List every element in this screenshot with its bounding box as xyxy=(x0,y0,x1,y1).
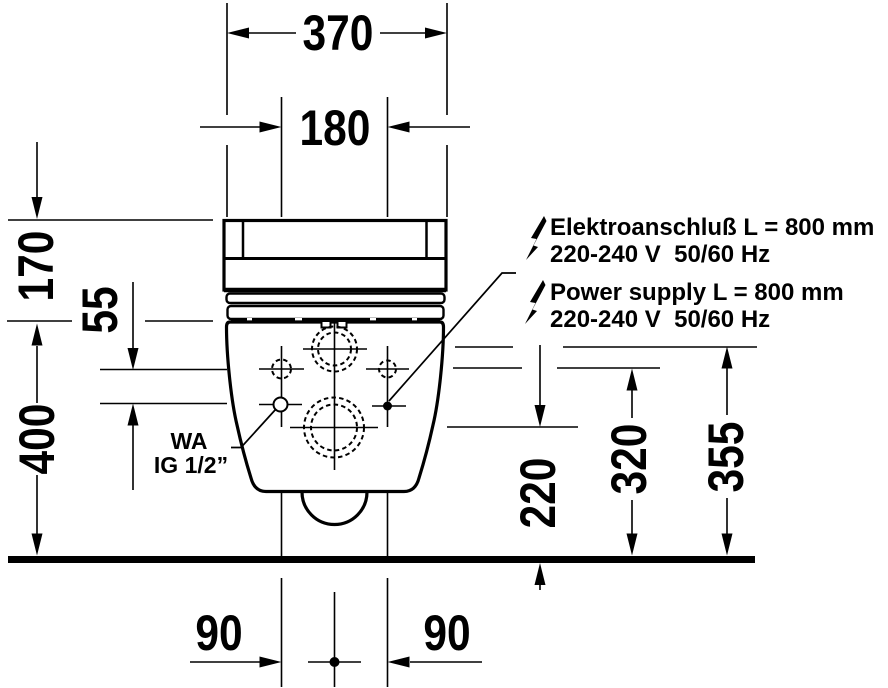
arrow-180-left xyxy=(259,121,282,133)
centerline-dot xyxy=(329,657,340,667)
dim-320-label: 320 xyxy=(601,423,657,495)
dim-355-label: 355 xyxy=(698,421,754,493)
arrow-90-left xyxy=(259,656,282,668)
power-connection-dot xyxy=(383,401,392,411)
arrow-220-down xyxy=(534,405,546,427)
fixing-left-crosshair xyxy=(259,346,304,427)
arrow-55-up xyxy=(127,403,139,426)
lightning-bolt-icon xyxy=(525,280,546,324)
note-electrical-en-line1: Power supply L = 800 mm xyxy=(550,279,844,306)
dim-170-label: 170 xyxy=(8,230,64,302)
arrow-400-down xyxy=(31,533,43,556)
arrow-370-right xyxy=(425,27,447,39)
arrow-355-up xyxy=(721,346,733,369)
lightning-icons xyxy=(525,216,547,324)
dim-180-label: 180 xyxy=(299,100,371,156)
fixing-right-crosshair xyxy=(366,346,409,427)
dim-220-label: 220 xyxy=(510,457,566,529)
dim-400-label: 400 xyxy=(9,403,65,475)
note-water-line1: WA xyxy=(170,428,208,454)
arrow-55-down xyxy=(127,348,139,370)
arrow-370-left xyxy=(227,27,249,39)
arrow-90-right xyxy=(387,656,410,668)
arrow-400-up xyxy=(31,323,43,346)
dim-90-left-label: 90 xyxy=(195,605,243,661)
note-electrical-de-line1: Elektroanschluß L = 800 mm xyxy=(550,214,875,241)
dim-55-label: 55 xyxy=(72,286,128,334)
cistern-cover-outline xyxy=(222,218,448,292)
dimension-lines xyxy=(36,32,728,663)
connection-holes xyxy=(259,322,409,667)
hole-crosshairs xyxy=(259,322,409,470)
arrow-220-up xyxy=(534,563,546,585)
hinge-tab-right xyxy=(336,320,348,329)
water-connection-circle xyxy=(272,396,289,413)
dim-370-label: 370 xyxy=(302,5,374,61)
note-electrical-en-line2: 220-240 V 50/60 Hz xyxy=(550,306,771,333)
outlet-arc xyxy=(300,491,369,527)
floor-line xyxy=(8,556,755,563)
arrow-320-up xyxy=(626,368,638,391)
hinge-tab-left xyxy=(320,320,332,329)
seat-plate-upper xyxy=(225,292,446,305)
arrow-180-right xyxy=(387,121,410,133)
seat-plate-lower xyxy=(226,304,445,321)
power-leader-line xyxy=(388,272,516,402)
leader-lines xyxy=(231,272,516,449)
arrow-320-down xyxy=(626,533,638,556)
note-water-line2: IG 1/2” xyxy=(153,452,229,478)
arrowheads xyxy=(31,27,733,668)
arrow-170-down xyxy=(31,197,43,219)
cover-corner-lines xyxy=(241,221,428,259)
water-leader-line xyxy=(231,408,277,449)
lightning-bolt-icon xyxy=(526,216,547,260)
dim-90-right-label: 90 xyxy=(423,605,471,661)
arrow-355-down xyxy=(721,533,733,556)
note-electrical-de-line2: 220-240 V 50/60 Hz xyxy=(550,241,771,268)
